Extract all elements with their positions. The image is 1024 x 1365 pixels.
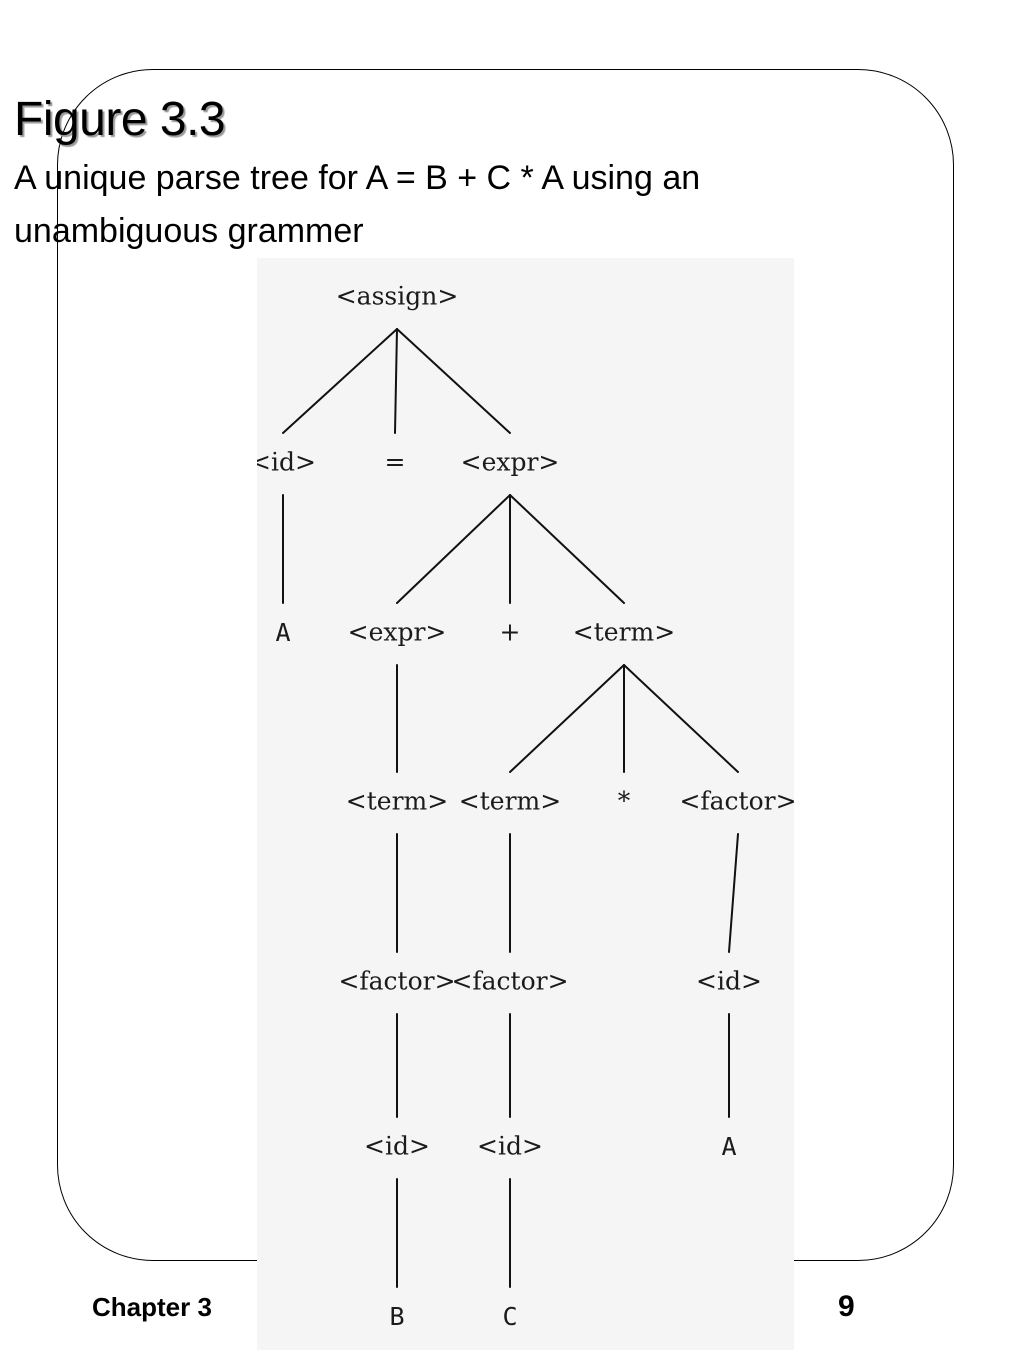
tree-node-B: B [389,1302,404,1331]
figure-caption: A unique parse tree for A = B + C * A us… [14,159,701,250]
figure-title: Figure 3.3 [14,93,226,146]
tree-node-A1: A [275,618,290,647]
tree-node-term2: <term> [346,787,448,816]
page-number: 9 [838,1290,855,1323]
tree-edge-assign-id1 [282,328,398,434]
tree-edge-expr1-term1 [509,494,625,604]
tree-node-id1: <id> [257,448,316,477]
tree-node-term1: <term> [573,618,675,647]
tree-edge-term1-term3 [509,664,625,773]
tree-node-factor3: <factor> [451,967,568,996]
tree-node-expr1: <expr> [461,448,560,477]
tree-node-id2: <id> [696,967,762,996]
tree-node-id4: <id> [477,1132,543,1161]
tree-node-A2: A [721,1132,736,1161]
parse-tree-svg: <assign> <id> = <expr> A <expr> + <term> <term> <… [257,282,794,1332]
tree-node-factor1: <factor> [679,787,794,816]
tree-node-star: * [618,787,631,816]
chapter-label: Chapter 3 [92,1292,212,1322]
parse-tree-diagram: <assign> <id> = <expr> A <expr> + <term> <term> <… [257,258,794,1350]
tree-node-factor2: <factor> [338,967,455,996]
tree-node-eq: = [385,448,406,477]
tree-edge-assign-eq [394,328,398,434]
tree-node-id3: <id> [364,1132,430,1161]
tree-edge-expr1-expr2 [396,494,511,604]
tree-node-C: C [502,1302,517,1331]
tree-edge-term1-factor1 [623,664,739,773]
tree-node-assign: <assign> [336,282,459,311]
tree-node-expr2: <expr> [348,618,447,647]
tree-node-plus: + [500,618,521,647]
tree-edge-factor1-id2 [728,833,739,953]
tree-edge-assign-expr1 [396,328,511,434]
tree-node-term3: <term> [459,787,561,816]
